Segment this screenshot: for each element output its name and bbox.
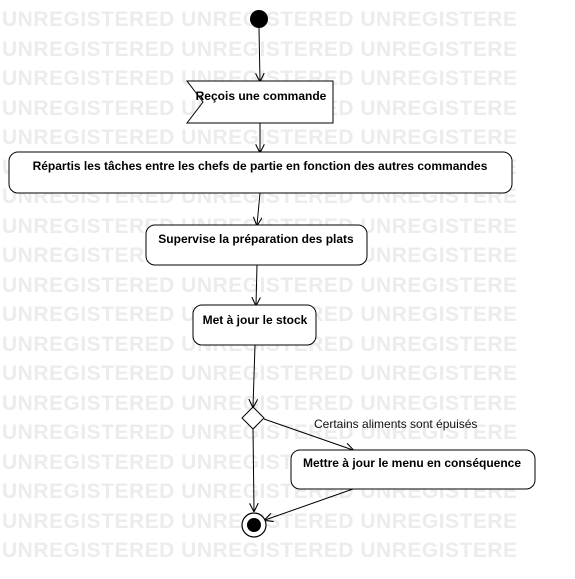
activity-receive-order[interactable]: Reçois une commande xyxy=(185,80,334,124)
activity-update-stock[interactable]: Met à jour le stock xyxy=(192,304,317,346)
transition-supervise-stock xyxy=(256,264,257,305)
activity-update-stock-label: Met à jour le stock xyxy=(203,313,308,327)
activity-receive-order-label: Reçois une commande xyxy=(196,89,327,103)
guard-out-of-stock-label: Certains aliments sont épuisés xyxy=(314,417,477,431)
transition-stock-decision xyxy=(253,344,255,407)
transition-menu-final xyxy=(265,488,354,520)
activity-supervise[interactable]: Supervise la préparation des plats xyxy=(145,224,368,266)
transition-decision-final xyxy=(253,427,254,511)
activity-assign-tasks-label: Répartis les tâches entre les chefs de p… xyxy=(33,159,488,173)
activity-update-menu[interactable]: Mettre à jour le menu en conséquence xyxy=(290,449,536,490)
activity-update-menu-label: Mettre à jour le menu en conséquence xyxy=(303,456,521,470)
transition-start-receive xyxy=(259,27,260,81)
activity-supervise-label: Supervise la préparation des plats xyxy=(158,232,354,246)
initial-node[interactable] xyxy=(250,10,268,28)
transition-assign-supervise xyxy=(257,192,260,225)
decision-node[interactable] xyxy=(241,406,265,430)
activity-assign-tasks[interactable]: Répartis les tâches entre les chefs de p… xyxy=(8,151,513,194)
final-node[interactable] xyxy=(241,512,267,538)
transition-decision-menu xyxy=(263,418,353,450)
